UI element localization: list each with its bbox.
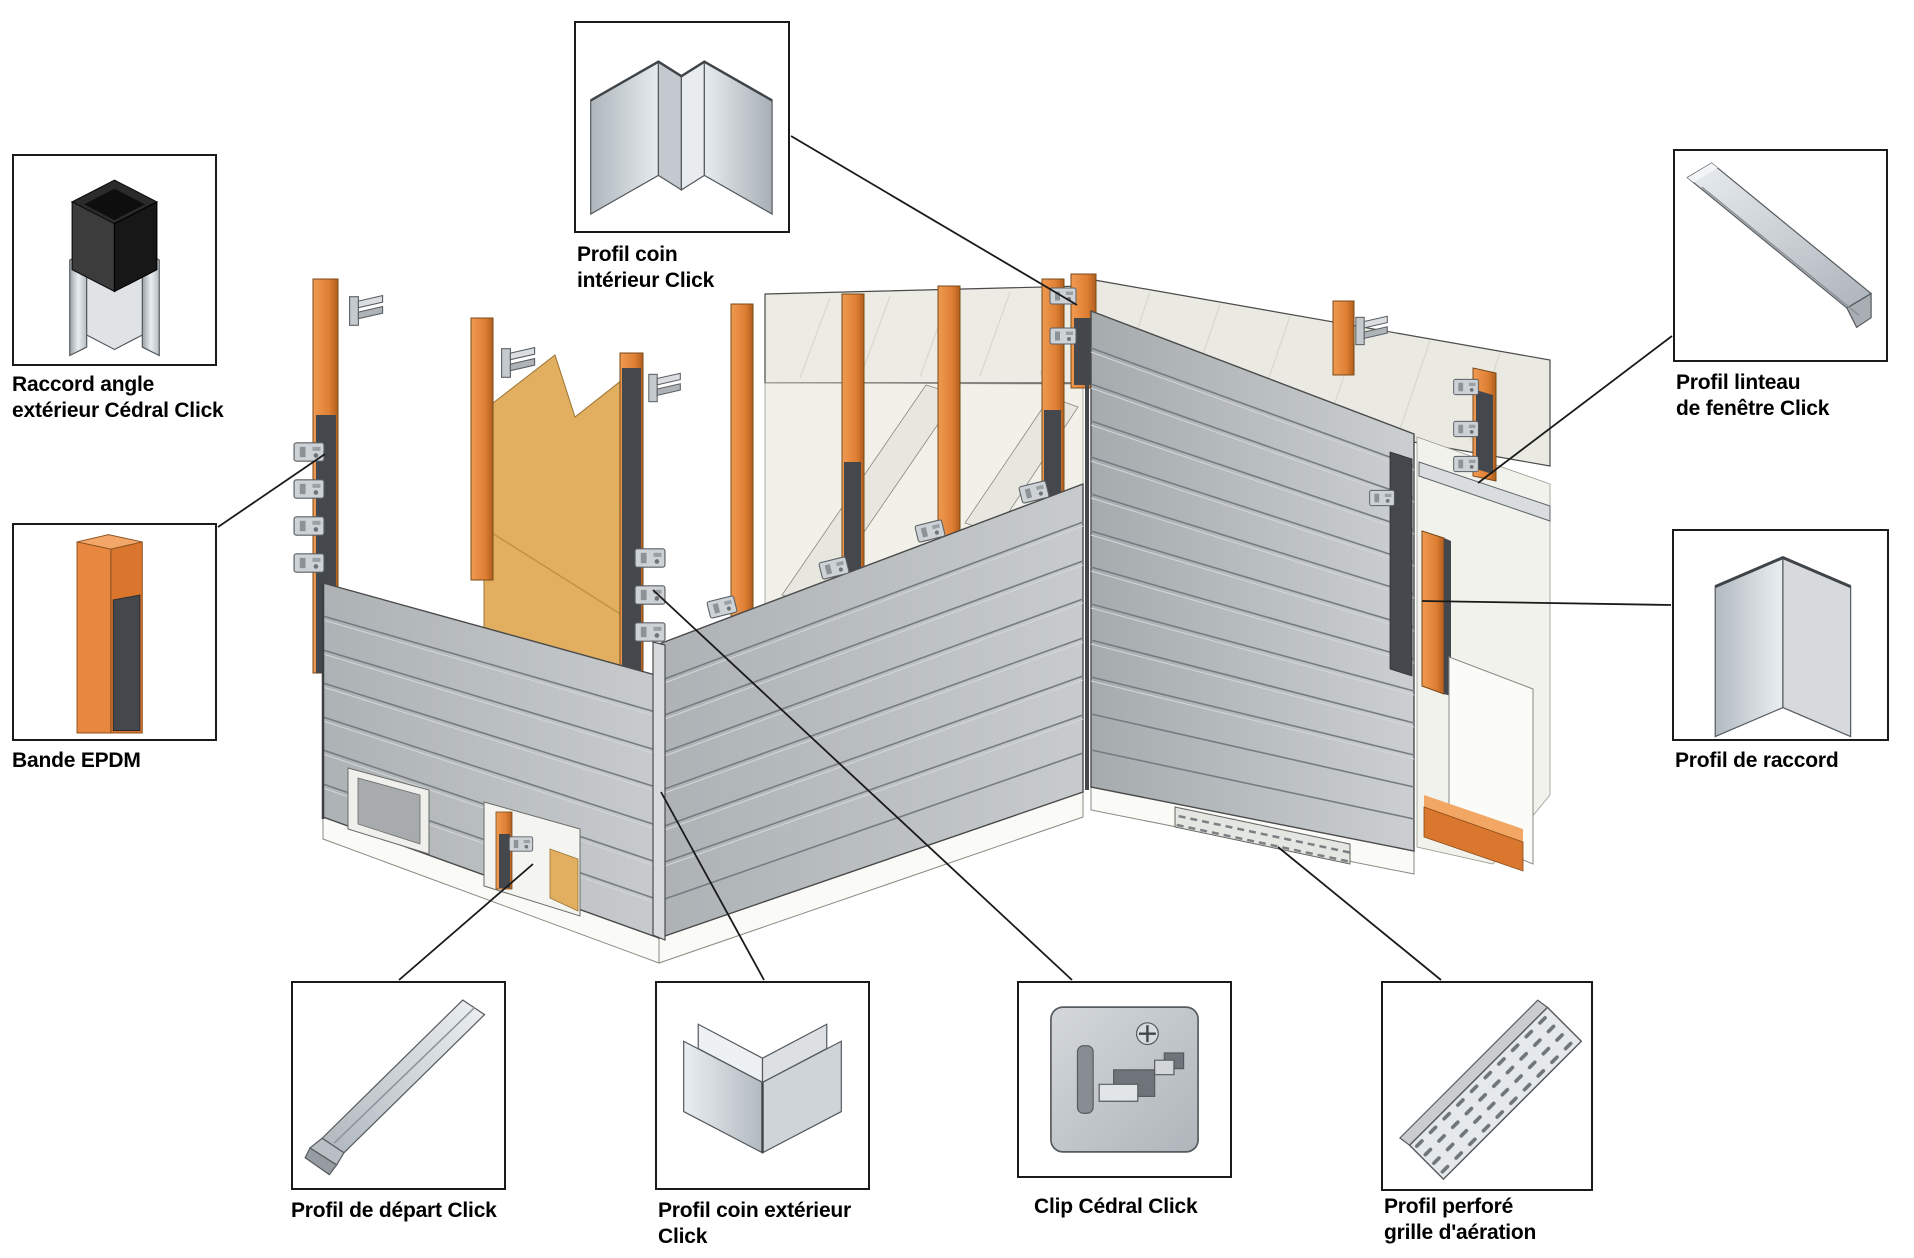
callout-label-bande-epdm: Bande EPDM <box>12 749 141 772</box>
callout-label-linteau: Profil linteau de fenêtre Click <box>1676 371 1830 420</box>
concrete-beam-middle <box>764 285 1084 384</box>
epdm-band <box>1044 410 1061 499</box>
leader-line-raccord <box>1421 600 1672 606</box>
wood-batten <box>730 303 754 620</box>
callout-box-linteau <box>1673 149 1888 362</box>
callout-label-raccord-angle: Raccord angle extérieur Cédral Click <box>12 373 224 422</box>
leader-line-linteau <box>1477 335 1673 484</box>
window-area <box>1389 451 1534 872</box>
profil-de-raccord-icon <box>1714 555 1852 738</box>
wood-batten <box>470 317 494 581</box>
profil-linteau-icon <box>1686 162 1873 329</box>
callout-box-raccord <box>1672 529 1889 741</box>
leader-line-depart <box>398 863 534 981</box>
callout-box-coin-exterieur <box>655 981 870 1190</box>
callout-box-raccord-angle <box>12 154 217 366</box>
callout-box-perfore <box>1381 981 1593 1191</box>
callout-label-depart: Profil de départ Click <box>291 1199 497 1222</box>
wood-batten <box>1332 300 1355 376</box>
epdm-band <box>1476 390 1493 474</box>
callout-label-coin-interieur: Profil coin intérieur Click <box>577 243 715 292</box>
window-lintel-profile <box>1418 461 1551 522</box>
window-sill-front <box>1423 806 1524 872</box>
clip-cedral-click-icon <box>1050 1006 1199 1153</box>
epdm-band <box>622 368 641 691</box>
callout-label-clip: Clip Cédral Click <box>1034 1195 1198 1218</box>
leader-line-coin-exterieur <box>660 791 765 981</box>
callout-box-clip <box>1017 981 1232 1178</box>
profil-perfore-icon <box>1399 999 1583 1181</box>
left-wall-openings <box>347 767 581 917</box>
callout-label-raccord: Profil de raccord <box>1675 749 1839 772</box>
cladding-planks-middle <box>658 482 1084 939</box>
profil-coin-interieur-icon <box>590 60 773 216</box>
epdm-band <box>844 462 861 576</box>
leader-line-bande-epdm <box>217 453 326 528</box>
epdm-band <box>1389 451 1413 677</box>
insulation-panel <box>483 354 623 675</box>
callout-label-perfore: Profil perforé grille d'aération <box>1384 1195 1537 1244</box>
callout-box-coin-interieur <box>574 21 790 233</box>
callout-box-depart <box>291 981 506 1190</box>
leader-line-perfore <box>1277 846 1442 981</box>
bande-epdm-icon <box>76 534 143 734</box>
profil-de-depart-icon <box>304 999 486 1176</box>
leader-lines <box>217 135 1673 981</box>
callout-label-coin-exterieur: Profil coin extérieur Click <box>658 1199 852 1248</box>
window-reveal-batten <box>1421 530 1445 695</box>
outer-corner-profile <box>652 641 666 941</box>
callout-box-bande-epdm <box>12 523 217 741</box>
leader-line-clip <box>652 589 1073 981</box>
window-sill-top <box>1424 795 1523 842</box>
leader-line-coin-interieur <box>790 135 1078 306</box>
profil-coin-exterieur-icon <box>683 1023 842 1154</box>
wood-batten <box>937 285 961 541</box>
cladding-planks-right <box>1090 309 1415 852</box>
raccord-angle-exterieur-icon <box>69 179 160 357</box>
ventilation-grille <box>1174 806 1351 865</box>
